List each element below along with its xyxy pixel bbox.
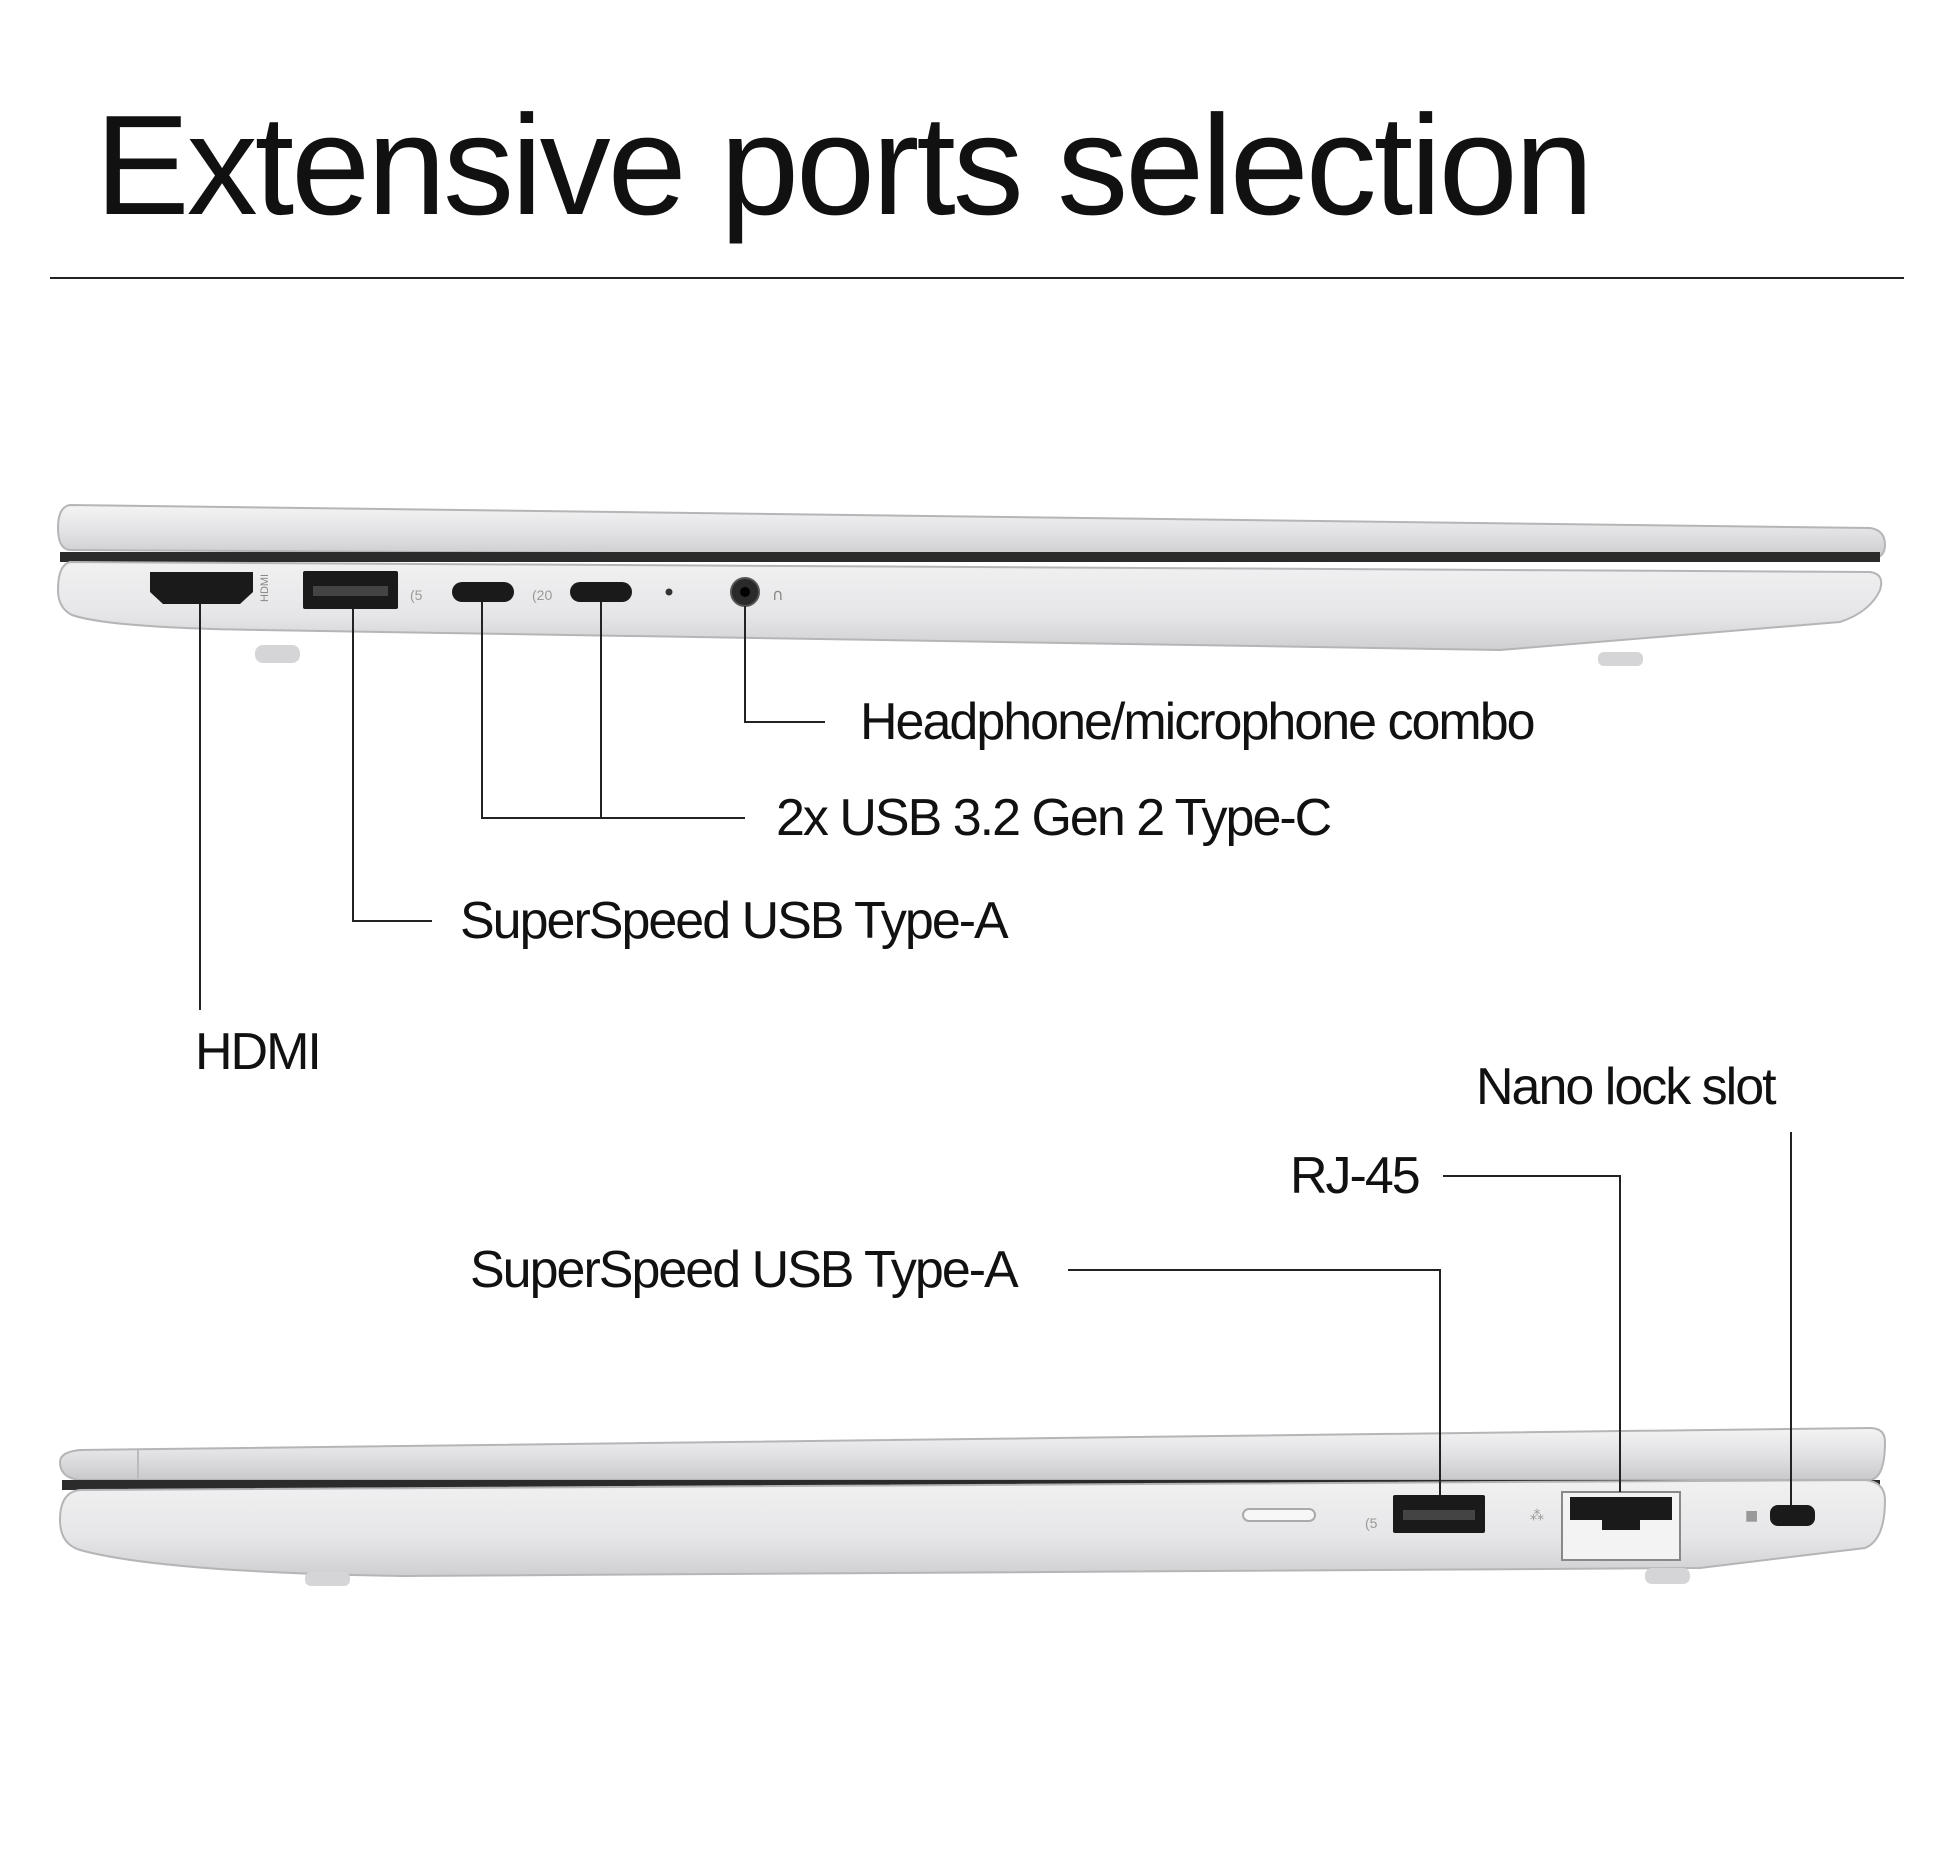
right-foot bbox=[305, 1572, 350, 1586]
laptop-right-side: (5 ⁂ ■ bbox=[58, 1426, 1887, 1586]
card-slot bbox=[1242, 1508, 1316, 1522]
network-icon: ⁂ bbox=[1530, 1508, 1544, 1524]
hdmi-port bbox=[150, 572, 253, 604]
laptop-left-side: HDMI (5 (20 ∩ bbox=[56, 503, 1887, 666]
page-title: Extensive ports selection bbox=[95, 86, 1594, 245]
left-foot bbox=[255, 645, 300, 663]
right-leader-lines bbox=[1068, 1132, 1792, 1505]
label-rj45: RJ-45 bbox=[1290, 1147, 1421, 1205]
label-hdmi: HDMI bbox=[195, 1023, 322, 1081]
label-usb-a-left: SuperSpeed USB Type-A bbox=[460, 892, 1009, 950]
leader-rj45 bbox=[1443, 1175, 1621, 1492]
left-hinge-gap bbox=[60, 552, 1880, 562]
right-foot bbox=[1645, 1568, 1690, 1584]
usb-c-port bbox=[570, 582, 632, 602]
headphone-icon: ∩ bbox=[772, 585, 784, 604]
right-lid bbox=[58, 1426, 1887, 1481]
lock-icon: ■ bbox=[1745, 1508, 1758, 1524]
leader-usb-c bbox=[481, 602, 745, 819]
led-indicator bbox=[665, 588, 673, 596]
label-nano-lock-slot: Nano lock slot bbox=[1476, 1058, 1777, 1116]
label-usb-c: 2x USB 3.2 Gen 2 Type-C bbox=[776, 789, 1332, 847]
leader-usb-a-right bbox=[1068, 1269, 1441, 1495]
left-foot bbox=[1598, 652, 1643, 666]
usb-c-port bbox=[452, 582, 514, 602]
superspeed-icon: (5 bbox=[410, 587, 423, 603]
left-base bbox=[56, 560, 1883, 652]
leader-usb-a-left bbox=[352, 609, 432, 922]
superspeed-icon: (5 bbox=[1365, 1515, 1378, 1531]
title-divider bbox=[50, 277, 1904, 279]
label-usb-a-right: SuperSpeed USB Type-A bbox=[470, 1241, 1019, 1299]
nano-lock-slot bbox=[1770, 1505, 1815, 1526]
hdmi-logo-icon: HDMI bbox=[259, 574, 271, 602]
label-headphone-combo: Headphone/microphone combo bbox=[860, 693, 1536, 751]
left-lid bbox=[56, 503, 1887, 562]
left-leader-lines bbox=[199, 602, 825, 1010]
rj45-port bbox=[1570, 1497, 1672, 1530]
usb-c-speed-icon: (20 bbox=[532, 587, 552, 603]
leader-headphone bbox=[744, 606, 825, 723]
